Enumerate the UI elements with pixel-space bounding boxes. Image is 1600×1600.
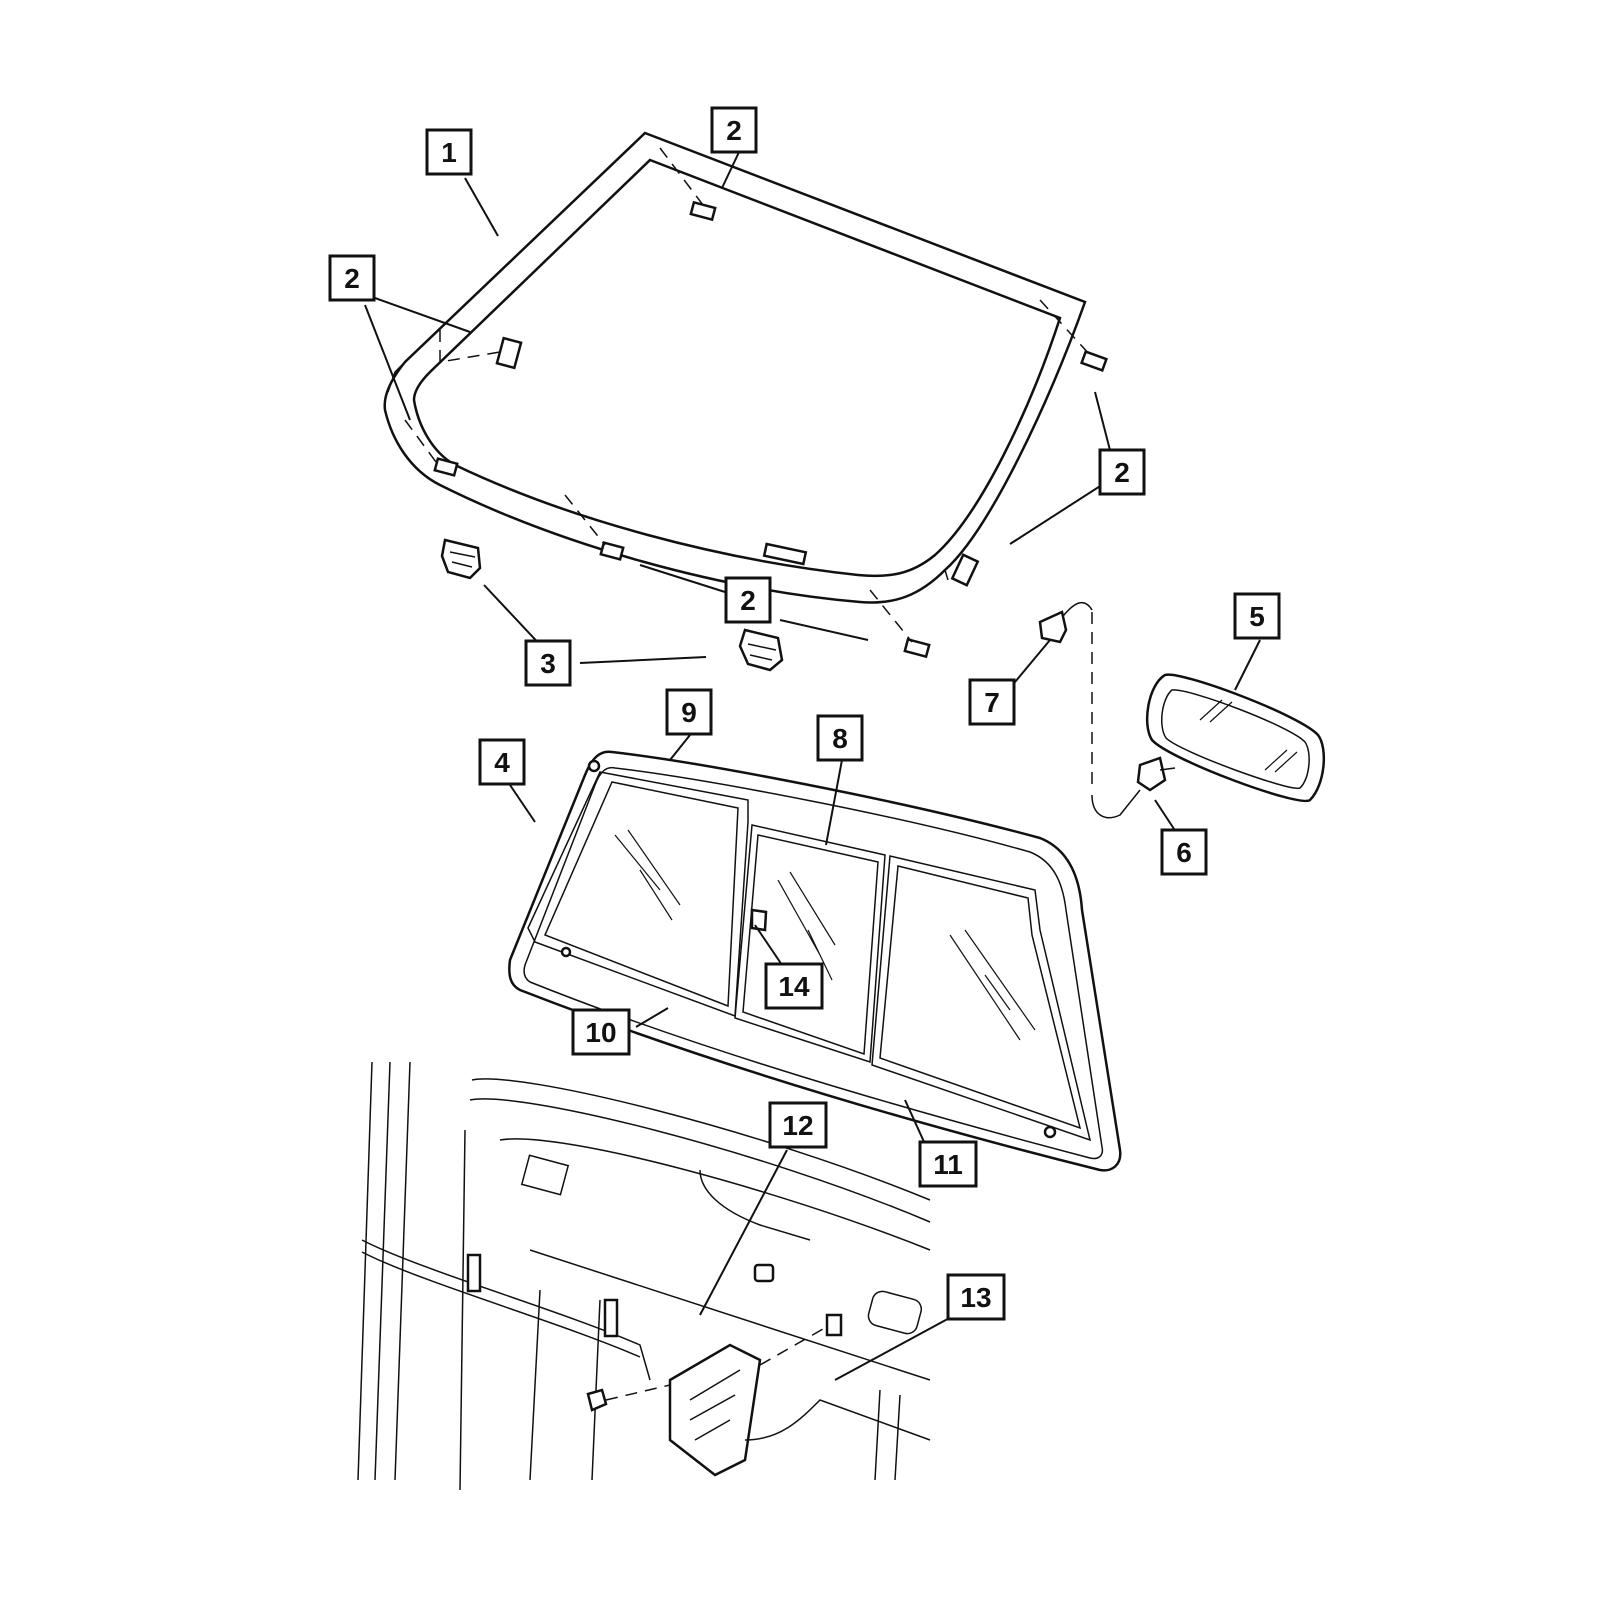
callout-11: 11 — [918, 1140, 978, 1188]
spacer-tab — [1080, 349, 1108, 373]
callout-3: 3 — [524, 639, 572, 687]
callout-2-top: 2 — [710, 106, 758, 154]
svg-text:7: 7 — [984, 687, 1000, 718]
callout-2-right: 2 — [1098, 448, 1146, 496]
spacer-tab — [495, 336, 523, 370]
svg-text:13: 13 — [960, 1282, 991, 1313]
spacer-tab — [762, 542, 808, 566]
svg-text:6: 6 — [1176, 837, 1192, 868]
spacer-tab — [950, 553, 980, 587]
window-latch — [750, 908, 768, 932]
callout-13: 13 — [946, 1273, 1006, 1321]
windshield-spacer-tabs — [433, 200, 1108, 659]
tab-alignment-lines — [404, 147, 1091, 643]
window-motor — [668, 1343, 762, 1477]
spacer-tab — [903, 637, 931, 659]
cable-clip — [466, 1253, 482, 1293]
svg-text:12: 12 — [782, 1110, 813, 1141]
rear-view-mirror — [1136, 673, 1325, 803]
rear-sliding-window — [508, 750, 1122, 1172]
svg-text:2: 2 — [344, 263, 360, 294]
cab-rear-panel — [357, 1061, 931, 1491]
callout-14: 14 — [764, 962, 824, 1010]
callout-1: 1 — [425, 128, 473, 176]
callout-5: 5 — [1233, 592, 1281, 640]
callout-6: 6 — [1160, 828, 1208, 876]
callout-12: 12 — [768, 1101, 828, 1149]
mirror-bracket-left — [440, 538, 482, 580]
spacer-tab — [689, 200, 717, 222]
svg-text:2: 2 — [740, 585, 756, 616]
leader-lines — [364, 149, 1261, 1381]
svg-text:5: 5 — [1249, 601, 1265, 632]
svg-text:2: 2 — [1114, 457, 1130, 488]
svg-text:10: 10 — [585, 1017, 616, 1048]
svg-text:11: 11 — [933, 1149, 963, 1180]
callout-2-bottom: 2 — [724, 576, 772, 624]
svg-text:3: 3 — [540, 648, 556, 679]
callout-2-left: 2 — [328, 254, 376, 302]
spacer-tab — [599, 541, 625, 561]
mirror-wiring — [1038, 601, 1141, 819]
svg-text:14: 14 — [778, 971, 810, 1002]
callout-10: 10 — [571, 1008, 631, 1056]
callout-4: 4 — [478, 738, 526, 786]
svg-text:4: 4 — [494, 747, 510, 778]
callout-9: 9 — [665, 688, 713, 736]
windshield — [383, 131, 1087, 604]
spacer-tab — [433, 457, 459, 477]
callout-8: 8 — [816, 714, 864, 762]
svg-text:9: 9 — [681, 697, 697, 728]
mirror-bracket-right — [738, 628, 784, 672]
callout-7: 7 — [968, 678, 1016, 726]
svg-text:2: 2 — [726, 115, 742, 146]
cable-clip — [603, 1298, 619, 1338]
svg-text:1: 1 — [441, 137, 457, 168]
svg-text:8: 8 — [832, 723, 848, 754]
